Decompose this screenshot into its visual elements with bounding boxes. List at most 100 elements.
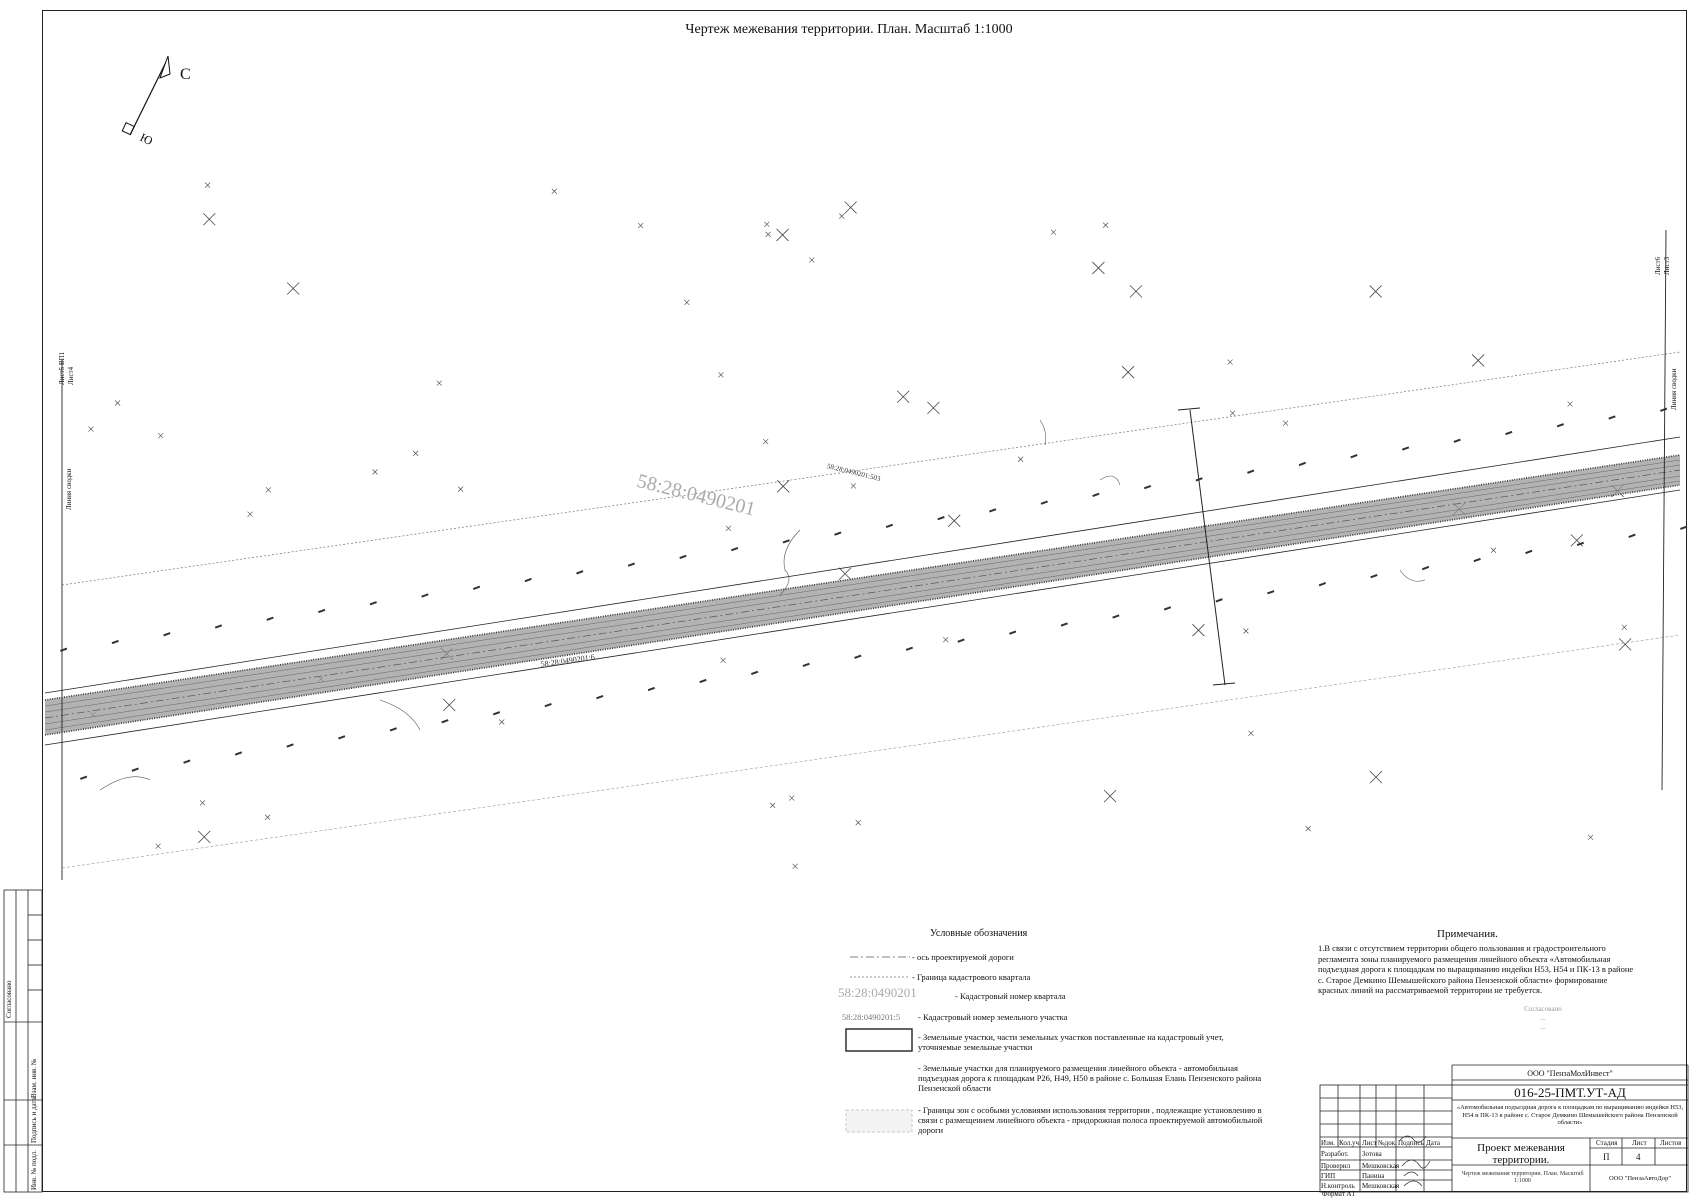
notes-text: 1.В связи с отсутствием территории общег… [1318, 943, 1634, 995]
picket-mark [492, 711, 501, 716]
survey-cross-icon [838, 567, 852, 581]
match-right-label: Линия сводки [1670, 368, 1678, 410]
picket-mark [989, 508, 997, 513]
survey-cross-icon [197, 830, 211, 844]
parcel-line-lower [44, 489, 1681, 746]
legend-quarter-boundary: - Граница кадастрового квартала [912, 972, 1031, 982]
side-inv-orig: Инв. № подл. [30, 1150, 38, 1190]
survey-cross-icon [789, 795, 795, 801]
picket-mark [1247, 469, 1255, 474]
road-surface [45, 455, 1680, 735]
quarter-boundary-lower [61, 634, 1681, 869]
legend-special-zones: - Границы зон с особыми условиями исполь… [918, 1105, 1263, 1135]
legend-planned-parcels: - Земельные участки для планируемого раз… [918, 1063, 1262, 1093]
survey-cross-icon [264, 814, 271, 820]
survey-cross-icon [157, 432, 164, 439]
match-line-right [1661, 229, 1667, 791]
picket-mark [1009, 630, 1017, 635]
picket-mark [782, 539, 790, 544]
legend-symbols [845, 956, 913, 1133]
survey-cross-icon [1243, 628, 1249, 634]
tb-code: 016-25-ПМТ.УТ-АД [1514, 1085, 1626, 1100]
picket-mark [1143, 485, 1152, 490]
tb-col-sign: Подпись [1398, 1139, 1424, 1147]
survey-cross-icon [1229, 410, 1236, 416]
picket-mark [1608, 415, 1616, 420]
match-right-sheet2: Лист3 [1663, 256, 1671, 275]
picket-mark [286, 743, 294, 748]
drawing-title: Чертеж межевания территории. План. Масшт… [685, 22, 1013, 37]
survey-cross-icon [942, 636, 949, 643]
picket-mark [214, 624, 223, 629]
survey-cross-icon [896, 390, 910, 404]
picket-mark [1370, 573, 1378, 579]
notes-title: Примечания. [1437, 928, 1498, 940]
picket-mark [1473, 557, 1481, 563]
legend-parcel-sample: 58:28:0490201:5 [842, 1012, 901, 1022]
tb-sheet-name: Чертеж межевания территории. План. Масшт… [1461, 1171, 1584, 1184]
picket-mark [802, 662, 810, 667]
road-edge-upper [44, 454, 1681, 701]
survey-cross-icon [1192, 623, 1205, 637]
picket-mark [131, 767, 139, 772]
match-left-sheet2: Лист4 [67, 366, 75, 385]
picket-mark [183, 759, 191, 764]
survey-cross-icon [776, 480, 790, 493]
picket-mark [1092, 492, 1100, 498]
picket-mark [699, 678, 707, 684]
parcel-line-upper [44, 436, 1681, 694]
tb-col-izm: Изм. [1321, 1139, 1335, 1147]
side-agreed: Согласовано [5, 980, 13, 1018]
picket-mark [318, 608, 326, 614]
picket-mark [421, 593, 429, 598]
picket-mark [163, 632, 171, 637]
picket-mark [234, 751, 243, 756]
picket-mark [441, 719, 449, 724]
survey-cross-icon [637, 222, 644, 229]
survey-cross-icon [855, 819, 861, 826]
picket-mark [905, 646, 914, 651]
picket-mark [885, 523, 894, 529]
legend-title: Условные обозначения [930, 928, 1028, 939]
survey-cross-icon [1103, 789, 1117, 803]
survey-cross-icon [764, 221, 770, 228]
survey-cross-icon [1017, 456, 1024, 462]
survey-cross-icon [247, 511, 253, 517]
survey-cross-icon [1092, 261, 1105, 275]
survey-cross-icon [720, 657, 726, 663]
picket-mark [679, 554, 687, 559]
sheet-format: Формат А1 [1322, 1190, 1356, 1198]
picket-mark [1195, 477, 1203, 482]
tb-col-kol: Кол.уч. [1339, 1139, 1361, 1147]
survey-cross-icon [1567, 401, 1573, 407]
survey-cross-icon [718, 372, 724, 378]
tb-stage: П [1603, 1153, 1610, 1161]
picket-mark [338, 735, 346, 740]
picket-mark [1163, 606, 1172, 611]
tb-name-3: Мешковская [1362, 1182, 1400, 1190]
picket-mark [596, 694, 604, 700]
survey-cross-icon [88, 426, 94, 432]
picket-mark [627, 562, 636, 567]
north-label: С [180, 66, 191, 83]
survey-cross-icon [442, 698, 456, 712]
picket-mark [957, 638, 965, 643]
tb-object: «Автомобильная подъездная дорога к площа… [1456, 1104, 1684, 1126]
survey-cross-icon [1102, 222, 1109, 228]
survey-cross-icon [1282, 420, 1289, 426]
picket-mark [266, 616, 274, 621]
survey-cross-icon [372, 469, 378, 475]
survey-cross-icon [436, 380, 442, 386]
survey-cross-icon [457, 486, 464, 492]
picket-mark [524, 577, 532, 583]
survey-cross-icon [947, 514, 961, 528]
survey-cross-icon [551, 188, 558, 194]
tb-role-1: Проверил [1321, 1162, 1351, 1170]
match-right-sheet: Лист6 [1654, 256, 1662, 275]
survey-cross-icon [114, 400, 121, 406]
tb-name-1: Мешковская [1362, 1162, 1400, 1170]
survey-cross-icon [850, 483, 857, 489]
survey-cross-icon [1050, 229, 1057, 235]
approval-stamp: Согласовано...... [1524, 1005, 1562, 1031]
picket-mark [1298, 461, 1306, 467]
